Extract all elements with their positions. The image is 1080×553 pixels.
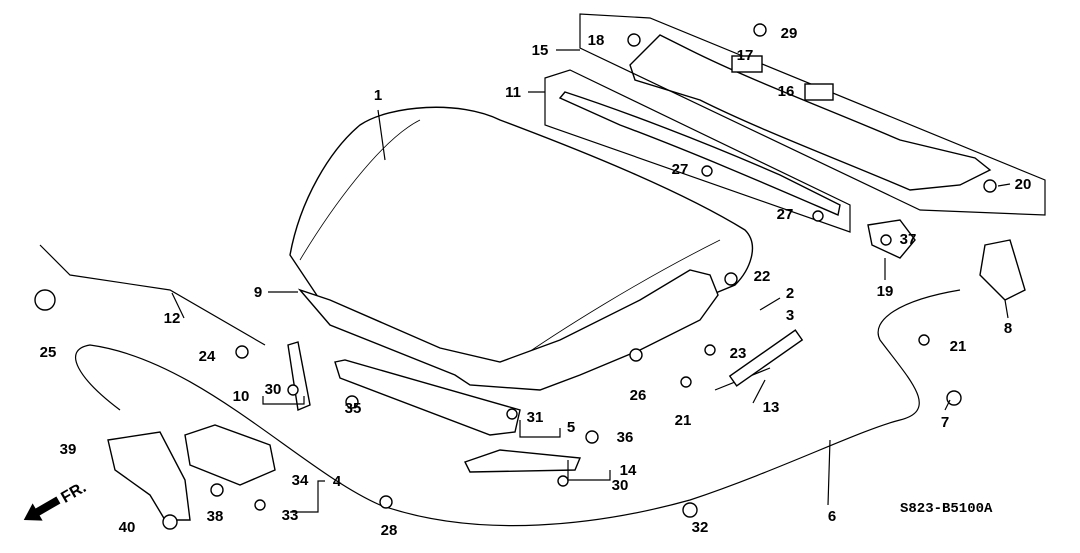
callout-17: 17 — [737, 47, 754, 64]
callout-37: 37 — [900, 231, 917, 248]
callout-19: 19 — [877, 283, 894, 300]
callout-28: 28 — [381, 522, 398, 539]
callout-25: 25 — [40, 344, 57, 361]
callout-labels: 1234567891011121314151617181920212122232… — [40, 25, 1032, 539]
hood-support-strut — [714, 329, 804, 391]
callout-20: 20 — [1015, 176, 1032, 193]
hood-stiffener — [287, 341, 311, 411]
leader-lines — [171, 49, 1011, 513]
callout-6: 6 — [828, 508, 836, 525]
hood-latch-brace — [464, 449, 582, 473]
callout-21: 21 — [950, 338, 967, 355]
callout-16: 16 — [778, 83, 795, 100]
callout-24: 24 — [199, 348, 216, 365]
callout-39: 39 — [60, 441, 77, 458]
callout-27: 27 — [777, 206, 794, 223]
callout-27: 27 — [672, 161, 689, 178]
callout-31: 31 — [527, 409, 544, 426]
callout-22: 22 — [754, 268, 771, 285]
callout-33: 33 — [282, 507, 299, 524]
callout-23: 23 — [730, 345, 747, 362]
callout-3: 3 — [786, 307, 794, 324]
cowl-top — [629, 34, 992, 191]
group-frame-11 — [544, 69, 851, 233]
callout-30: 30 — [612, 477, 629, 494]
callout-38: 38 — [207, 508, 224, 525]
hood-release-cable — [75, 289, 961, 527]
callout-9: 9 — [254, 284, 262, 301]
callout-40: 40 — [119, 519, 136, 536]
callout-12: 12 — [164, 310, 181, 327]
group-frame-15 — [579, 13, 1046, 216]
fasteners — [34, 23, 997, 530]
callout-32: 32 — [692, 519, 709, 536]
callout-14: 14 — [620, 462, 637, 479]
hood-support-bracket — [334, 359, 521, 436]
hood-prop-rod — [39, 244, 266, 346]
front-direction-arrow: FR. — [23, 479, 89, 521]
callout-35: 35 — [345, 400, 362, 417]
callout-10: 10 — [233, 388, 250, 405]
callout-2: 2 — [786, 285, 794, 302]
callout-5: 5 — [567, 419, 575, 436]
callout-15: 15 — [532, 42, 549, 59]
callout-11: 11 — [505, 84, 521, 101]
callout-26: 26 — [630, 387, 647, 404]
direction-label: FR. — [58, 479, 89, 507]
hood-latch — [184, 424, 276, 486]
callout-36: 36 — [617, 429, 634, 446]
hood-panel — [289, 106, 754, 391]
callout-30: 30 — [265, 381, 282, 398]
callout-8: 8 — [1004, 320, 1012, 337]
callout-1: 1 — [374, 87, 382, 104]
callout-7: 7 — [941, 414, 949, 431]
hood-seal — [558, 91, 841, 216]
hood-hinge-left — [979, 239, 1026, 301]
callout-34: 34 — [292, 472, 309, 489]
callout-13: 13 — [763, 399, 780, 416]
callout-18: 18 — [588, 32, 605, 49]
latch-cover — [107, 431, 191, 521]
callout-4: 4 — [333, 473, 342, 490]
callout-21: 21 — [675, 412, 692, 429]
diagram-code: S823-B5100A — [900, 501, 993, 517]
callout-29: 29 — [781, 25, 798, 42]
